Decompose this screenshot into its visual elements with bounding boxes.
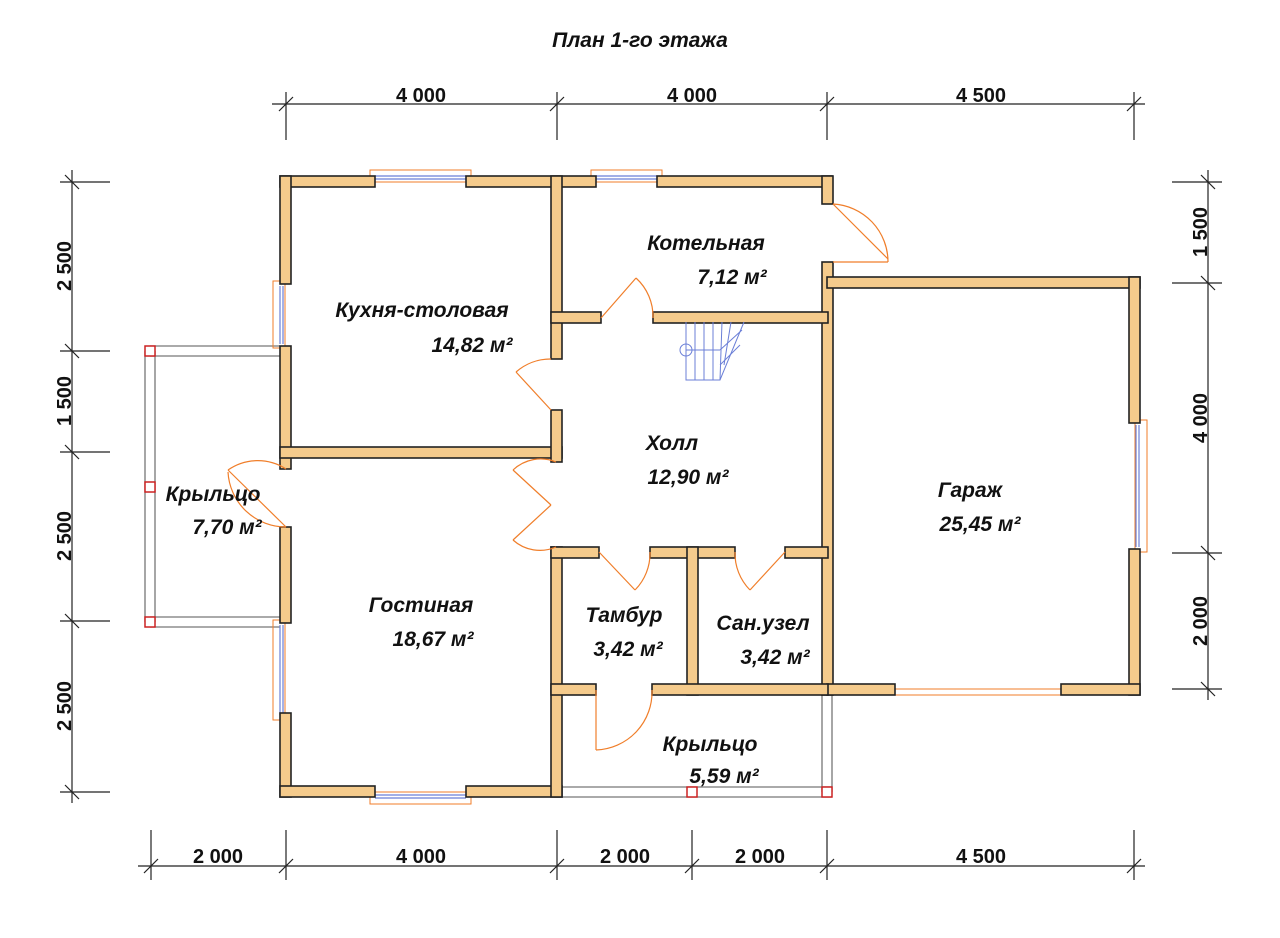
room-bathroom: Сан.узел 3,42 м² <box>716 612 810 669</box>
room-area: 7,70 м² <box>192 516 262 539</box>
room-name: Холл <box>645 432 698 455</box>
porch-post <box>686 786 698 798</box>
dim-right-1: 1 500 <box>1190 207 1212 257</box>
dim-top-3: 4 500 <box>956 85 1006 107</box>
dim-bottom-3: 2 000 <box>600 846 650 868</box>
dim-bottom-1: 2 000 <box>193 846 243 868</box>
dim-left-1: 2 500 <box>54 241 76 291</box>
room-vestibule: Тамбур 3,42 м² <box>585 604 663 661</box>
room-boiler: Котельная 7,12 м² <box>647 232 767 289</box>
room-porch-south: Крыльцо 5,59 м² <box>663 733 760 788</box>
room-garage: Гараж 25,45 м² <box>938 479 1022 536</box>
room-name: Гараж <box>938 479 1004 502</box>
dimension-left: 2 500 1 500 2 500 2 500 <box>54 170 110 803</box>
dim-bottom-4: 2 000 <box>735 846 785 868</box>
stairs <box>679 321 745 381</box>
walls <box>279 175 1141 798</box>
dim-left-4: 2 500 <box>54 681 76 731</box>
room-area: 3,42 м² <box>593 638 663 661</box>
dim-bottom-2: 4 000 <box>396 846 446 868</box>
dim-bottom-5: 4 500 <box>956 846 1006 868</box>
porch-west-outline <box>144 345 280 628</box>
dim-left-3: 2 500 <box>54 511 76 561</box>
dim-top-1: 4 000 <box>396 85 446 107</box>
dim-right-3: 2 000 <box>1190 596 1212 646</box>
windows <box>272 169 1148 805</box>
porch-south-outline <box>562 694 833 798</box>
room-area: 3,42 м² <box>740 646 810 669</box>
room-area: 25,45 м² <box>939 513 1022 536</box>
room-name: Кухня-столовая <box>335 299 508 322</box>
porch-post <box>144 616 156 628</box>
dimension-top: 4 000 4 000 4 500 <box>272 85 1145 140</box>
room-name: Котельная <box>647 232 765 255</box>
room-area: 7,12 м² <box>697 266 767 289</box>
room-name: Гостиная <box>369 594 474 617</box>
room-area: 18,67 м² <box>393 628 475 651</box>
room-area: 5,59 м² <box>689 765 759 788</box>
room-hall: Холл 12,90 м² <box>645 432 730 489</box>
dimension-right: 1 500 4 000 2 000 <box>1172 170 1222 700</box>
dim-left-2: 1 500 <box>54 376 76 426</box>
plan-title: План 1-го этажа <box>552 29 728 52</box>
dim-top-2: 4 000 <box>667 85 717 107</box>
room-kitchen: Кухня-столовая 14,82 м² <box>335 299 513 357</box>
room-name: Сан.узел <box>716 612 809 635</box>
room-name: Крыльцо <box>166 483 261 506</box>
room-name: Крыльцо <box>663 733 758 756</box>
room-area: 14,82 м² <box>432 334 514 357</box>
porch-post <box>144 481 156 493</box>
room-name: Тамбур <box>585 604 662 627</box>
dimension-bottom: 2 000 4 000 2 000 2 000 4 500 <box>138 830 1145 880</box>
doors <box>227 203 889 751</box>
room-porch-west: Крыльцо 7,70 м² <box>166 483 263 539</box>
porch-post <box>144 345 156 357</box>
room-living: Гостиная 18,67 м² <box>369 594 475 651</box>
dim-right-2: 4 000 <box>1190 393 1212 443</box>
porch-post <box>821 786 833 798</box>
room-area: 12,90 м² <box>648 466 730 489</box>
